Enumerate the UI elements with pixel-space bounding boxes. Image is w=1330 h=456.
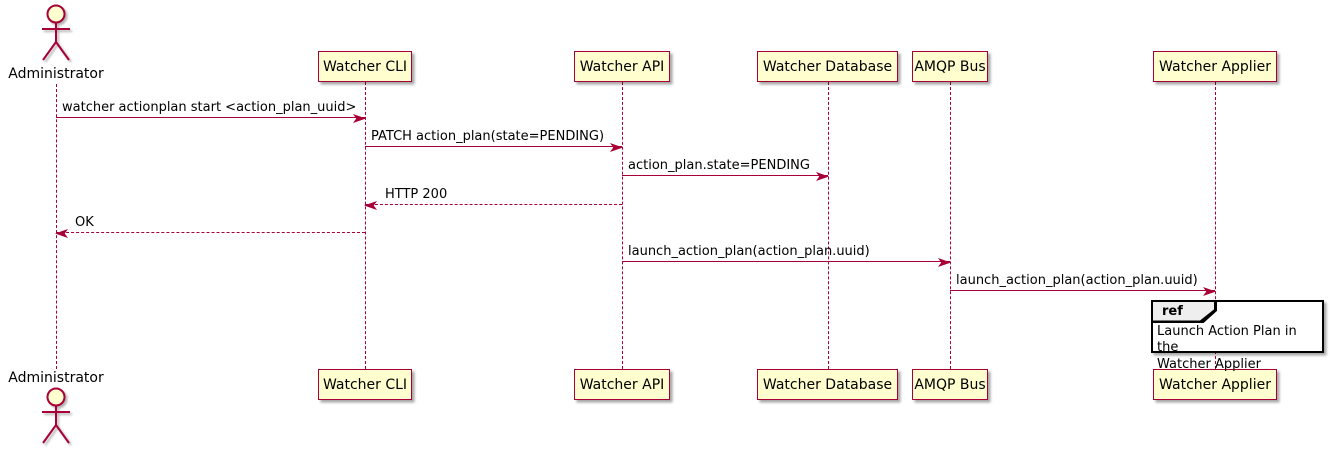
message-label: launch_action_plan(action_plan.uuid) bbox=[628, 244, 870, 259]
message-label: OK bbox=[75, 215, 94, 230]
message-label: action_plan.state=PENDING bbox=[628, 158, 810, 173]
arrowhead-right-icon bbox=[816, 172, 829, 181]
message-ok: OK bbox=[55, 213, 365, 238]
participant-watcher-cli-top: Watcher CLI bbox=[318, 51, 412, 82]
lifeline-watcher-applier bbox=[1215, 82, 1216, 369]
actor-label-bottom: Administrator bbox=[8, 370, 104, 386]
participant-watcher-database-top: Watcher Database bbox=[757, 51, 898, 82]
message-line bbox=[56, 232, 365, 233]
ref-text: Launch Action Plan in the Watcher Applie… bbox=[1157, 324, 1297, 372]
message-patch-action-plan: PATCH action_plan(state=PENDING) bbox=[365, 127, 623, 152]
ref-keyword: ref bbox=[1153, 302, 1214, 321]
actor-icon bbox=[42, 4, 70, 61]
message-state-pending: action_plan.state=PENDING bbox=[622, 156, 829, 181]
message-line bbox=[56, 117, 365, 118]
message-actionplan-start: watcher actionplan start <action_plan_uu… bbox=[56, 98, 366, 123]
message-http-200: HTTP 200 bbox=[364, 185, 622, 210]
participant-watcher-applier-bottom: Watcher Applier bbox=[1153, 369, 1277, 400]
ref-fragment: ref Launch Action Plan in the Watcher Ap… bbox=[1151, 300, 1324, 372]
message-line bbox=[622, 261, 950, 262]
lifeline-watcher-cli bbox=[365, 82, 366, 369]
actor-icon bbox=[42, 387, 70, 444]
message-label: launch_action_plan(action_plan.uuid) bbox=[956, 273, 1198, 288]
lifeline-amqp-bus bbox=[950, 82, 951, 369]
message-label: watcher actionplan start <action_plan_uu… bbox=[62, 100, 357, 115]
message-line bbox=[950, 290, 1215, 291]
message-line bbox=[622, 175, 828, 176]
participant-watcher-api-top: Watcher API bbox=[574, 51, 670, 82]
participant-watcher-cli-bottom: Watcher CLI bbox=[318, 369, 412, 400]
arrowhead-right-icon bbox=[1203, 287, 1216, 296]
participant-amqp-bus-bottom: AMQP Bus bbox=[912, 369, 988, 400]
message-label: PATCH action_plan(state=PENDING) bbox=[371, 129, 605, 144]
arrowhead-left-icon bbox=[55, 229, 68, 238]
message-line bbox=[365, 204, 622, 205]
lifeline-administrator bbox=[56, 84, 57, 369]
participant-watcher-applier-top: Watcher Applier bbox=[1153, 51, 1277, 82]
arrowhead-right-icon bbox=[610, 143, 623, 152]
lifeline-watcher-database bbox=[828, 82, 829, 369]
message-line bbox=[365, 146, 622, 147]
participant-watcher-database-bottom: Watcher Database bbox=[757, 369, 898, 400]
participant-amqp-bus-top: AMQP Bus bbox=[912, 51, 988, 82]
participant-watcher-api-bottom: Watcher API bbox=[574, 369, 670, 400]
lifeline-watcher-api bbox=[622, 82, 623, 369]
message-launch-action-plan-applier: launch_action_plan(action_plan.uuid) bbox=[950, 271, 1216, 296]
message-launch-action-plan-amqp: launch_action_plan(action_plan.uuid) bbox=[622, 242, 951, 267]
arrowhead-right-icon bbox=[353, 114, 366, 123]
actor-label-top: Administrator bbox=[8, 66, 104, 82]
arrowhead-left-icon bbox=[364, 201, 377, 210]
arrowhead-right-icon bbox=[938, 258, 951, 267]
message-label: HTTP 200 bbox=[385, 187, 448, 202]
